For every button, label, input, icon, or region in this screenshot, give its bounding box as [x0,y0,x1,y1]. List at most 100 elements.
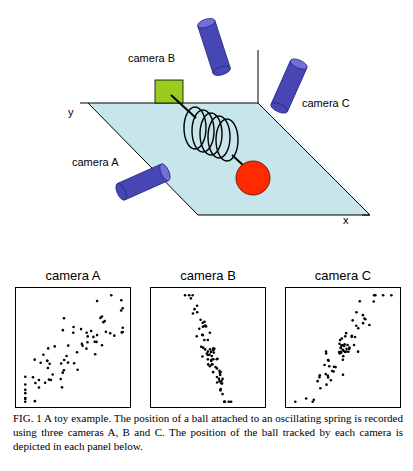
data-point [32,376,35,379]
coil [184,107,206,149]
data-point [24,392,27,395]
camera-symbol [114,162,172,201]
data-point [94,353,97,356]
data-point [212,358,215,361]
data-point [220,382,223,385]
coil [208,116,230,158]
data-point [110,294,113,297]
plane [88,103,370,215]
data-point [340,351,343,354]
scatter-plot [16,288,132,409]
data-point [221,393,224,396]
data-point [211,363,214,366]
data-point [368,324,371,327]
data-point [362,322,365,325]
data-point [210,351,213,354]
data-point [188,294,191,297]
data-point [363,317,366,320]
data-point [63,317,66,320]
data-point [46,360,49,363]
data-point [62,329,65,332]
camera-body [198,20,231,73]
data-point [372,300,375,303]
data-point [207,339,210,342]
data-point [212,371,215,374]
data-point [221,378,224,381]
data-point [184,294,187,297]
data-point [39,361,42,364]
data-point [201,334,204,337]
data-point [216,376,219,379]
data-point [205,325,208,328]
coil [216,119,238,161]
camera-label: camera A [72,156,118,168]
data-point [202,325,205,328]
spring-illustration [0,0,413,262]
data-point [196,304,199,307]
data-point [319,387,322,390]
data-point [209,348,212,351]
data-point [346,344,349,347]
data-point [203,321,206,324]
data-point [200,345,203,348]
data-point [61,371,64,374]
scatter-plot [151,288,267,409]
ball [236,161,270,195]
data-point [33,358,36,361]
camera-panel: camera B [150,268,266,408]
spring-anchor [155,80,183,103]
data-point [328,365,331,368]
data-point [51,373,54,376]
data-point [47,367,50,370]
panel-title: camera C [285,268,401,284]
data-point [294,400,297,403]
data-point [343,345,346,348]
data-point [86,341,89,344]
spring-coils [184,107,238,161]
camera-end [158,162,173,182]
data-point [227,400,230,403]
data-point [223,400,226,403]
data-point [318,374,321,377]
data-point [348,348,351,351]
data-point [340,351,343,354]
data-point [207,358,210,361]
data-point [390,294,393,297]
scatter-plot [286,288,402,409]
data-point [326,374,329,377]
data-point [213,351,216,354]
data-point [120,309,123,312]
panel-title: camera A [15,268,131,284]
data-point [339,339,342,342]
data-point [311,400,314,403]
axis-label: x [343,214,349,226]
data-point [47,347,50,350]
data-point [201,355,204,358]
figure-caption: FIG. 1 A toy example. The position of a … [13,412,403,453]
data-point [211,355,214,358]
data-point [351,319,354,322]
scatter-box [150,287,266,408]
data-point [353,344,356,347]
data-point [216,357,219,360]
data-point [24,383,27,386]
coil [192,110,214,152]
data-point [193,308,196,311]
data-point [202,334,205,337]
camera-end [289,57,309,72]
camera-end [269,101,289,116]
data-point [382,294,385,297]
data-point [72,326,75,329]
data-point [342,355,345,358]
data-point [63,359,66,362]
data-point [65,355,68,358]
data-point [96,300,99,303]
data-point [192,312,195,315]
data-point [230,400,233,403]
camera-end [212,64,232,77]
data-point [191,294,194,297]
data-point [212,349,215,352]
data-point [44,381,47,384]
data-point [24,398,27,401]
